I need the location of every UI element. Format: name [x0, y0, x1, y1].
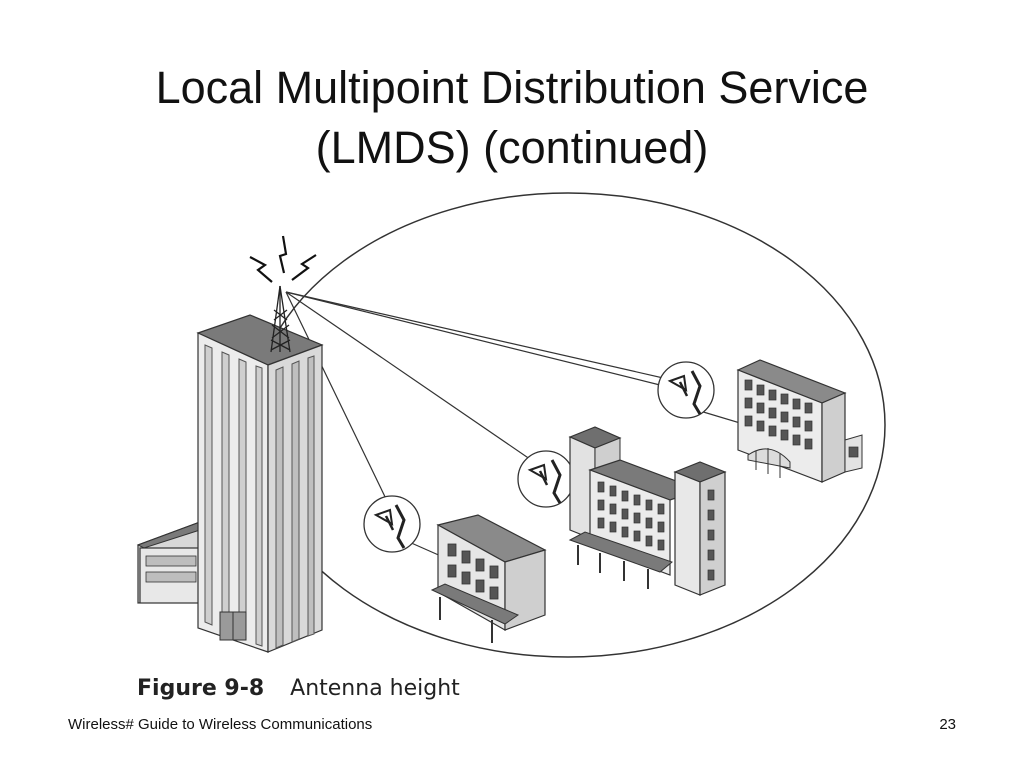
receiver-dish-magnifier-3 [657, 361, 715, 419]
receiver-dish-magnifier-1 [363, 495, 421, 553]
slide-title: Local Multipoint Distribution Service (L… [0, 58, 1024, 178]
footer-page-number: 23 [939, 716, 956, 733]
figure-number: Figure 9-8 [137, 676, 265, 701]
slide-title-line-2: (LMDS) (continued) [315, 122, 709, 173]
tower-building [136, 314, 324, 653]
figure-caption: Figure 9-8 Antenna height [137, 676, 460, 701]
antenna-mast-icon [270, 285, 291, 353]
signal-lightning-icon [249, 235, 317, 283]
receiver-building-right [736, 359, 863, 483]
figure-caption-text: Antenna height [290, 676, 460, 701]
receiver-building-large [568, 426, 727, 596]
receiver-dish-magnifier-2 [517, 450, 575, 508]
receiver-building-small [430, 514, 547, 643]
footer-course-title: Wireless# Guide to Wireless Communicatio… [68, 716, 373, 733]
slide-title-line-1: Local Multipoint Distribution Service [155, 62, 869, 113]
